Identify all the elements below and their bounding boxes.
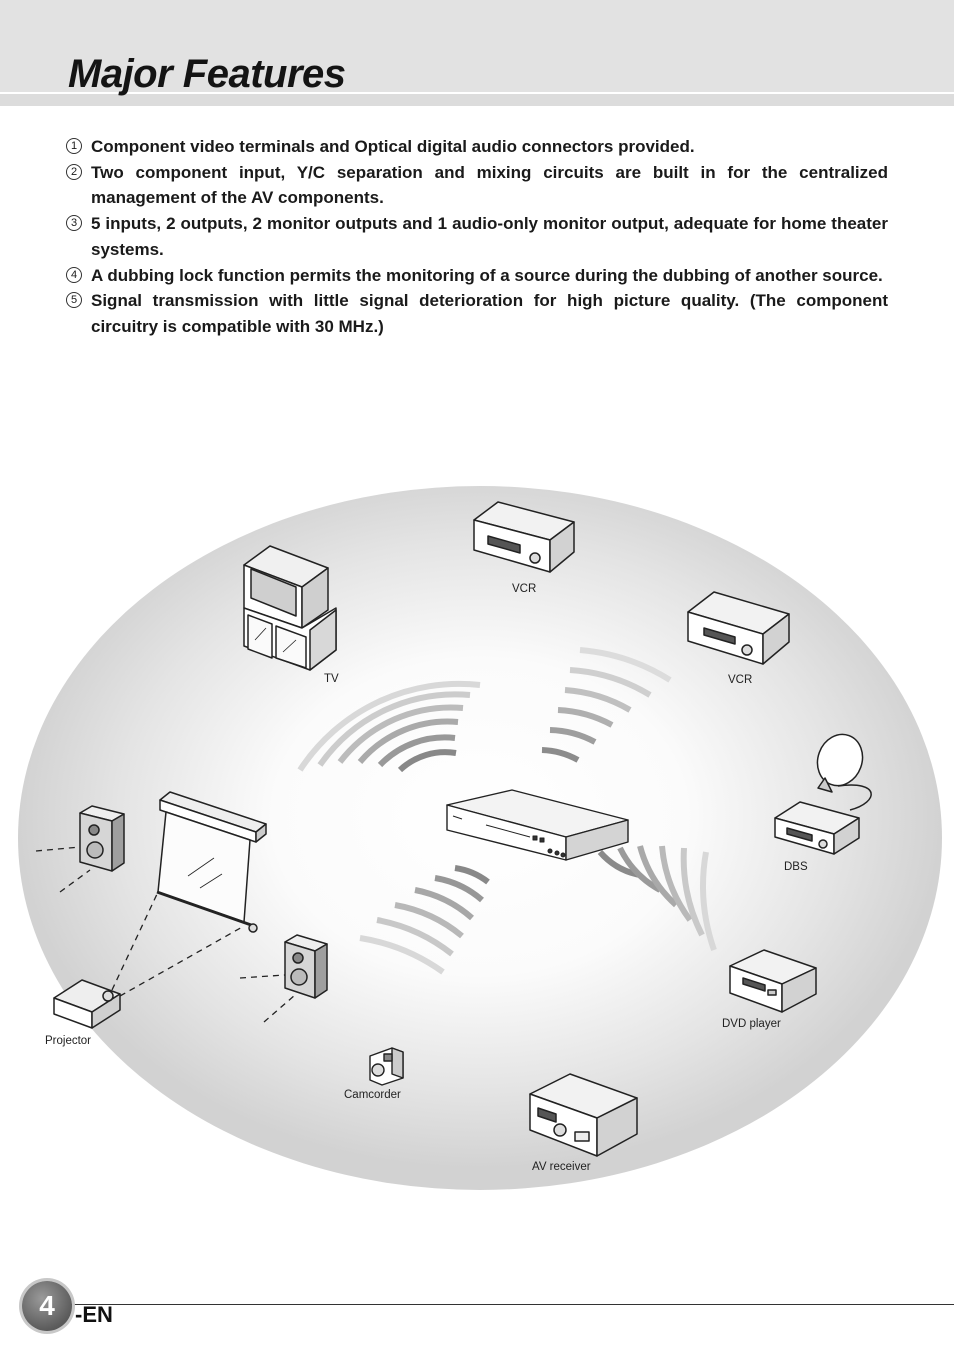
feature-text: Component video terminals and Optical di… bbox=[91, 137, 695, 156]
feature-item: 3 5 inputs, 2 outputs, 2 monitor outputs… bbox=[66, 211, 888, 262]
feature-number: 4 bbox=[66, 266, 82, 283]
av-receiver-label: AV receiver bbox=[532, 1161, 591, 1173]
signal-waves bbox=[297, 647, 717, 975]
tv-label: TV bbox=[324, 673, 339, 685]
feature-item: 4 A dubbing lock function permits the mo… bbox=[66, 263, 888, 289]
header-band bbox=[0, 0, 954, 92]
dashed-guide-lines bbox=[35, 846, 296, 1023]
vcr-icon bbox=[473, 501, 575, 573]
feature-text: Two component input, Y/C separation and … bbox=[91, 162, 888, 208]
feature-number: 2 bbox=[66, 163, 82, 180]
feature-text: A dubbing lock function permits the moni… bbox=[91, 265, 883, 285]
dvd-player-icon bbox=[729, 949, 817, 1013]
tv-icon bbox=[243, 545, 337, 671]
feature-number: 3 bbox=[66, 215, 82, 232]
av-system-diagram: TV VCR VCR DBS DVD player bbox=[18, 486, 942, 1190]
header-rule bbox=[0, 92, 954, 106]
vcr-icon bbox=[687, 591, 790, 665]
projector-label: Projector bbox=[45, 1035, 91, 1047]
av-selector-unit bbox=[446, 789, 629, 861]
vcr-label: VCR bbox=[728, 674, 752, 686]
feature-item: 5 Signal transmission with little signal… bbox=[66, 288, 888, 339]
projection-screen-icon bbox=[156, 791, 267, 933]
features-list: 1 Component video terminals and Optical … bbox=[66, 134, 888, 340]
projector-icon bbox=[53, 979, 121, 1029]
page-title: Major Features bbox=[68, 52, 346, 96]
dbs-icon bbox=[774, 733, 872, 855]
feature-item: 1 Component video terminals and Optical … bbox=[66, 134, 888, 160]
feature-text: 5 inputs, 2 outputs, 2 monitor outputs a… bbox=[91, 214, 888, 259]
vcr-label: VCR bbox=[512, 583, 536, 595]
feature-number: 5 bbox=[66, 292, 82, 309]
dbs-label: DBS bbox=[784, 861, 808, 873]
page-number-badge: 4 bbox=[22, 1281, 72, 1331]
feature-item: 2 Two component input, Y/C separation an… bbox=[66, 160, 888, 211]
camcorder-label: Camcorder bbox=[344, 1089, 401, 1101]
page-language-suffix: -EN bbox=[75, 1302, 113, 1327]
feature-number: 1 bbox=[66, 138, 82, 154]
dvd-player-label: DVD player bbox=[722, 1018, 781, 1030]
speaker-icon bbox=[79, 805, 125, 872]
feature-text: Signal transmission with little signal d… bbox=[91, 291, 888, 336]
speaker-icon bbox=[284, 934, 328, 999]
footer-rule bbox=[70, 1304, 954, 1305]
av-receiver-icon bbox=[529, 1073, 638, 1157]
camcorder-icon bbox=[369, 1047, 404, 1086]
